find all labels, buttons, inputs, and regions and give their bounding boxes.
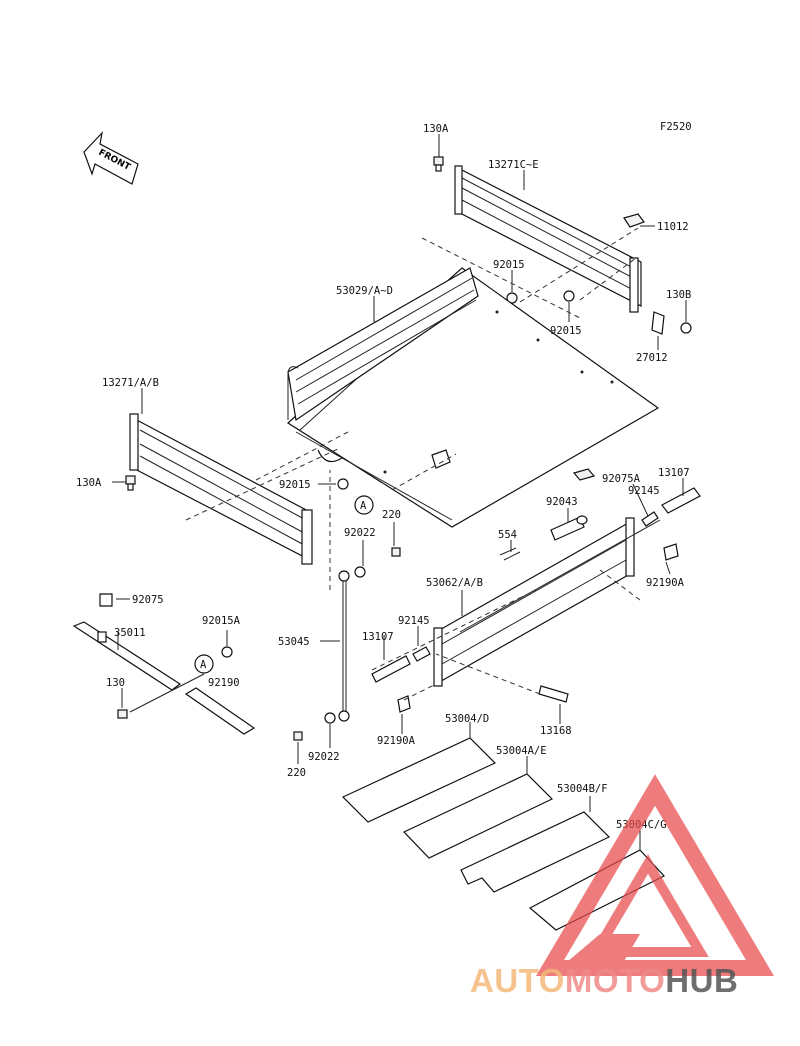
- bushing-92190a-icon: [663, 543, 679, 561]
- label-92022-a: 92022: [344, 527, 376, 539]
- label-13271c-e: 13271C~E: [488, 159, 539, 171]
- mat-53004-d: [341, 737, 497, 823]
- label-92075: 92075: [132, 594, 164, 606]
- bushing-92190a-b-icon: [397, 695, 411, 713]
- rod-35011: [72, 621, 182, 691]
- label-92015-a: 92015: [493, 259, 525, 271]
- label-130a-top: 130A: [423, 123, 449, 135]
- pin-92043-icon: [550, 515, 588, 541]
- figure-code: F2520: [660, 121, 692, 133]
- label-554: 554: [498, 529, 517, 541]
- label-130: 130: [106, 677, 125, 689]
- bolt-130a-icon: [433, 156, 444, 172]
- latch-13107-icon: [661, 487, 701, 514]
- nut-92015a-icon: [221, 646, 233, 658]
- label-92015-c: 92015: [279, 479, 311, 491]
- label-53029: 53029/A~D: [336, 285, 393, 297]
- label-53062: 53062/A/B: [426, 577, 483, 589]
- leader-lines: [112, 134, 687, 850]
- cargo-bed-floor: [287, 267, 660, 528]
- callout-a-upper: A: [354, 495, 374, 515]
- label-35011: 35011: [114, 627, 146, 639]
- watermark-part-hub: HUB: [665, 962, 739, 999]
- label-92190: 92190: [208, 677, 240, 689]
- label-130b: 130B: [666, 289, 691, 301]
- watermark-logo-icon: [535, 774, 775, 976]
- clip-554-icon: [499, 547, 521, 561]
- label-53045: 53045: [278, 636, 310, 648]
- label-92015a: 92015A: [202, 615, 241, 627]
- bolt-130a-left-icon: [125, 475, 136, 491]
- label-92043: 92043: [546, 496, 578, 508]
- watermark-text: AUTOMOTOHUB: [470, 962, 738, 1002]
- label-92145-a: 92145: [628, 485, 660, 497]
- watermark-part-moto: MOTO: [564, 962, 666, 999]
- svg-text:A: A: [360, 500, 367, 512]
- label-92022-b: 92022: [308, 751, 340, 763]
- bolt-130-icon: [117, 709, 128, 719]
- label-220-a: 220: [382, 509, 401, 521]
- handle-13168-icon: [538, 685, 569, 703]
- label-13107-b: 13107: [362, 631, 394, 643]
- nut-92015-b-icon: [563, 290, 575, 302]
- label-13107-a: 13107: [658, 467, 690, 479]
- label-11012: 11012: [657, 221, 689, 233]
- front-panel-53029: [287, 267, 479, 463]
- label-92075a: 92075A: [602, 473, 641, 485]
- mat-53004b-f: [460, 811, 611, 893]
- rod-92190: [184, 687, 256, 735]
- spring-92145-b-icon: [412, 646, 431, 662]
- label-53004b-f: 53004B/F: [557, 783, 608, 795]
- label-13271-ab: 13271/A/B: [102, 377, 159, 389]
- label-130a-left: 130A: [76, 477, 102, 489]
- watermark-part-auto: AUTO: [470, 962, 565, 999]
- tailgate-53062: [433, 517, 635, 687]
- cable-53045: [324, 566, 366, 724]
- label-53004-d: 53004/D: [445, 713, 489, 725]
- label-92190a-b: 92190A: [377, 735, 416, 747]
- spring-92145-icon: [641, 511, 659, 527]
- bolt-220-b-icon: [293, 731, 303, 741]
- pad-92075a-icon: [572, 468, 596, 481]
- front-arrow-icon: FRONT: [83, 131, 139, 185]
- label-53004a-e: 53004A/E: [496, 745, 547, 757]
- nut-92015-c-icon: [337, 478, 349, 490]
- label-220-b: 220: [287, 767, 306, 779]
- svg-text:A: A: [200, 659, 207, 671]
- rear-panel-13271c: [454, 165, 642, 313]
- cap-92075-icon: [99, 593, 113, 607]
- latch-13107-b-icon: [371, 655, 411, 683]
- callout-a-lower: A: [194, 654, 214, 674]
- pad-11012-icon: [623, 213, 645, 228]
- label-27012: 27012: [636, 352, 668, 364]
- left-side-panel-13271: [129, 413, 313, 565]
- mats-53004: [341, 737, 665, 931]
- mat-53004a-e: [402, 773, 554, 859]
- label-92190a-a: 92190A: [646, 577, 685, 589]
- bracket-27012-icon: [651, 311, 692, 335]
- label-13168: 13168: [540, 725, 572, 737]
- bolt-220-icon: [391, 547, 401, 557]
- label-92145-b: 92145: [398, 615, 430, 627]
- label-92015-b: 92015: [550, 325, 582, 337]
